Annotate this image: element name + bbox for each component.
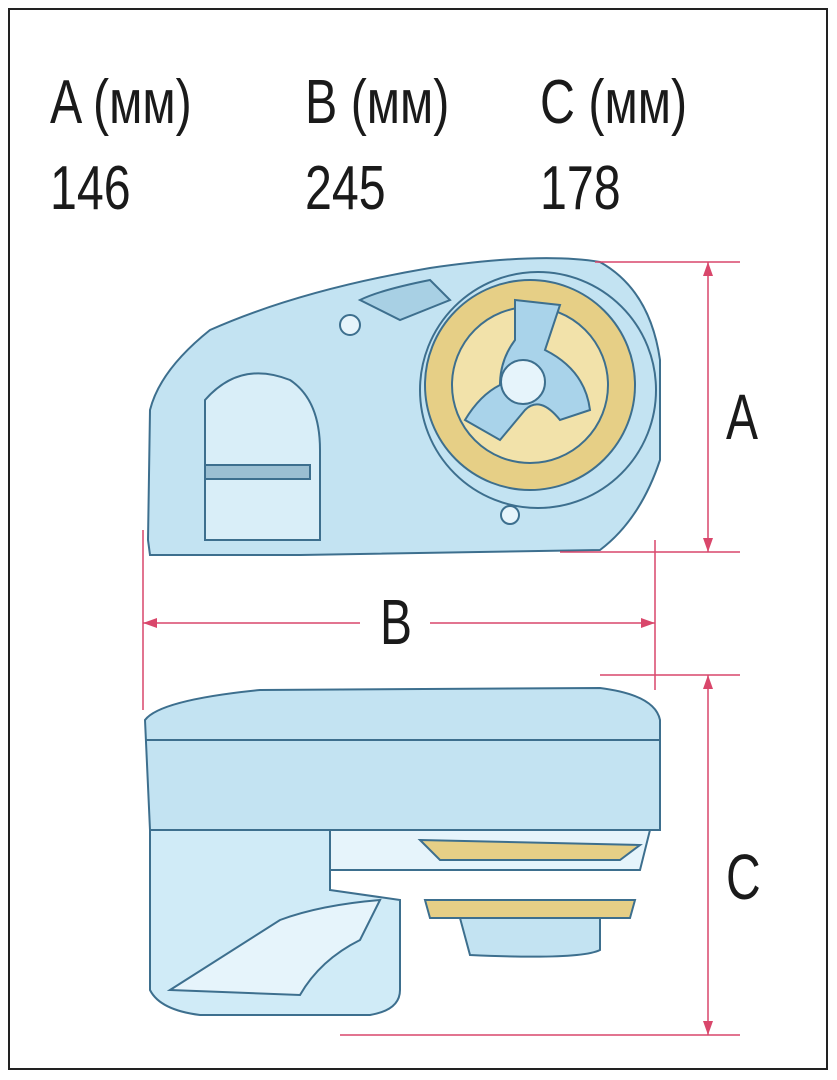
dimension-lines (142, 261, 740, 1036)
column-c-label: C (мм) (540, 68, 688, 137)
dimension-b-label: B (380, 586, 413, 658)
column-b-value: 245 (305, 154, 386, 223)
column-a-value: 146 (50, 154, 131, 223)
column-a-label: A (мм) (50, 68, 192, 137)
column-b-label: B (мм) (305, 68, 450, 137)
diagram-frame (8, 8, 828, 1070)
dimension-a-label: A (726, 381, 759, 453)
windlass-top-view (146, 257, 661, 556)
dimension-c-label: C (726, 841, 761, 913)
column-c-value: 178 (540, 154, 621, 223)
windlass-side-view (143, 686, 661, 1016)
